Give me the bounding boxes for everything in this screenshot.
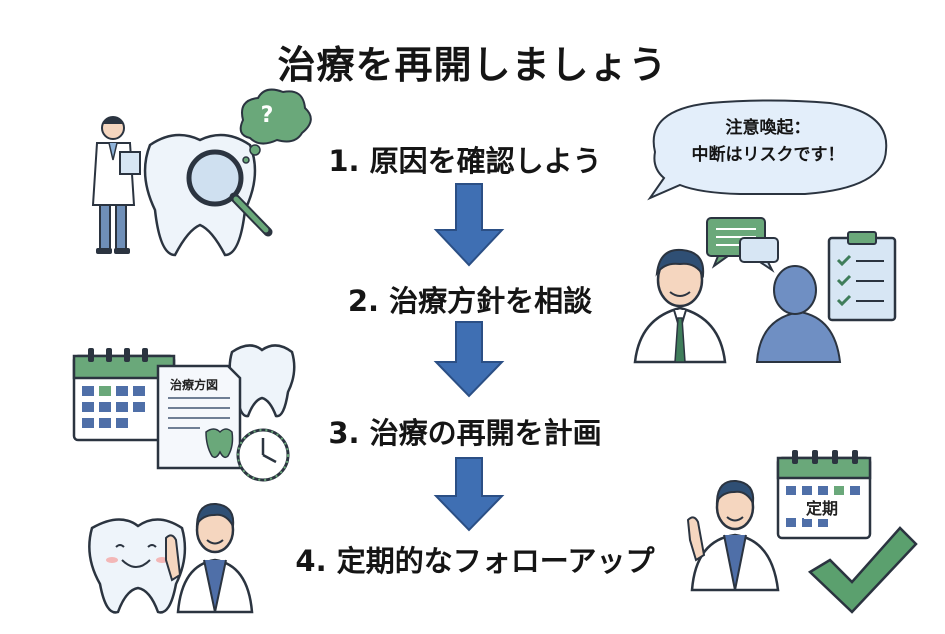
step-1-label: 1. 原因を確認しよう: [328, 144, 602, 178]
doctor-with-clipboard-icon: [91, 116, 141, 254]
doctor-portrait-icon: [633, 248, 727, 364]
step-4-label: 4. 定期的なフォローアップ: [295, 544, 655, 578]
magnifier-icon: [186, 149, 273, 237]
waving-doctor-right-icon: [686, 479, 780, 592]
patient-silhouette-icon: [755, 265, 842, 363]
calendar-label: 定期: [804, 495, 841, 519]
document-label: 治療方図: [170, 378, 219, 392]
question-mark: ?: [260, 103, 274, 128]
speech-bubble: [647, 99, 888, 201]
speech-bubble-line-1: 注意喚起：: [725, 118, 811, 138]
chat-bubbles-icon: [706, 217, 779, 273]
speech-bubble-line-2: 中断はリスクです！: [691, 145, 845, 165]
step-2-label: 2. 治療方針を相談: [347, 284, 593, 318]
waving-doctor-icon: [165, 502, 254, 614]
smiling-tooth-icon: [88, 518, 187, 614]
arrow-down-icon-2: [433, 321, 505, 398]
thought-cloud-icon: [239, 88, 312, 164]
checklist-clipboard-icon: [827, 231, 897, 322]
arrow-down-icon-1: [433, 183, 505, 267]
calendar-icon: [72, 348, 176, 442]
speech-bubble-text: 注意喚起： 中断はリスクです！: [654, 115, 882, 169]
page-title: 治療を再開しましょう: [277, 43, 668, 87]
calendar-schedule-icon: [776, 450, 872, 540]
clock-icon: [236, 428, 290, 482]
arrow-down-icon-3: [433, 457, 505, 532]
checkmark-icon: [807, 526, 918, 614]
document-icon: [156, 364, 242, 470]
step-3-label: 3. 治療の再開を計画: [328, 416, 602, 450]
